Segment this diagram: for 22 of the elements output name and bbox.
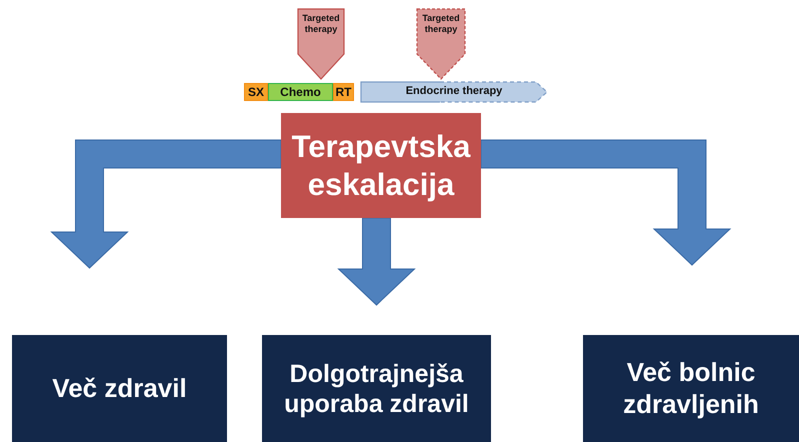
process-box <box>12 335 227 442</box>
block-arrow <box>337 218 416 306</box>
process-box <box>583 335 799 442</box>
box-label: Več zdravil <box>52 372 187 404</box>
block-arrow <box>50 140 282 269</box>
box-label: Dolgotrajnejša uporaba zdravil <box>283 358 470 418</box>
process-box <box>281 113 481 218</box>
block-arrow <box>480 140 732 266</box>
timeline-segment <box>244 83 268 101</box>
process-box <box>262 335 491 442</box>
shape-label: SX <box>248 84 264 100</box>
pentagon-tag <box>297 8 345 80</box>
box-label: Več bolnic zdravljenih <box>622 357 760 420</box>
pentagon-tag <box>416 8 466 80</box>
timeline-segment <box>268 83 333 101</box>
chevron-arrow-shape <box>360 81 548 103</box>
box-label: Terapevtska eskalacija <box>291 128 471 203</box>
shape-label: RT <box>336 84 352 100</box>
shape-label: Chemo <box>280 84 321 100</box>
shape-label: Targeted therapy <box>421 13 461 35</box>
shape-label: Targeted therapy <box>301 13 341 35</box>
shape-label: Endocrine therapy <box>406 85 502 99</box>
